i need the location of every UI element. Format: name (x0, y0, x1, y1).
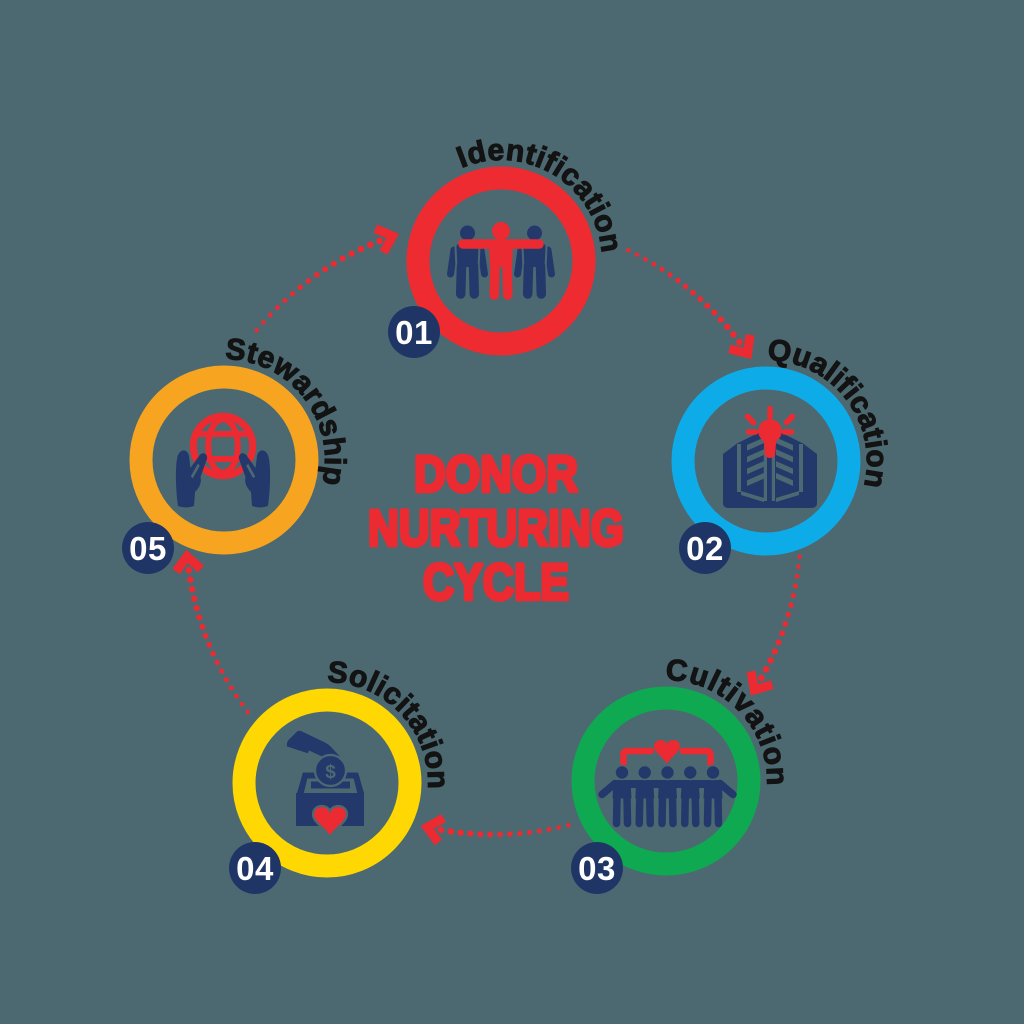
svg-text:$: $ (325, 762, 336, 783)
svg-text:DONOR: DONOR (414, 445, 578, 502)
svg-text:01: 01 (395, 314, 433, 351)
svg-text:03: 03 (578, 850, 616, 887)
svg-text:02: 02 (686, 530, 724, 567)
svg-text:04: 04 (236, 850, 274, 887)
svg-text:CYCLE: CYCLE (423, 553, 569, 610)
svg-text:05: 05 (129, 530, 167, 567)
svg-text:NURTURING: NURTURING (368, 500, 624, 557)
